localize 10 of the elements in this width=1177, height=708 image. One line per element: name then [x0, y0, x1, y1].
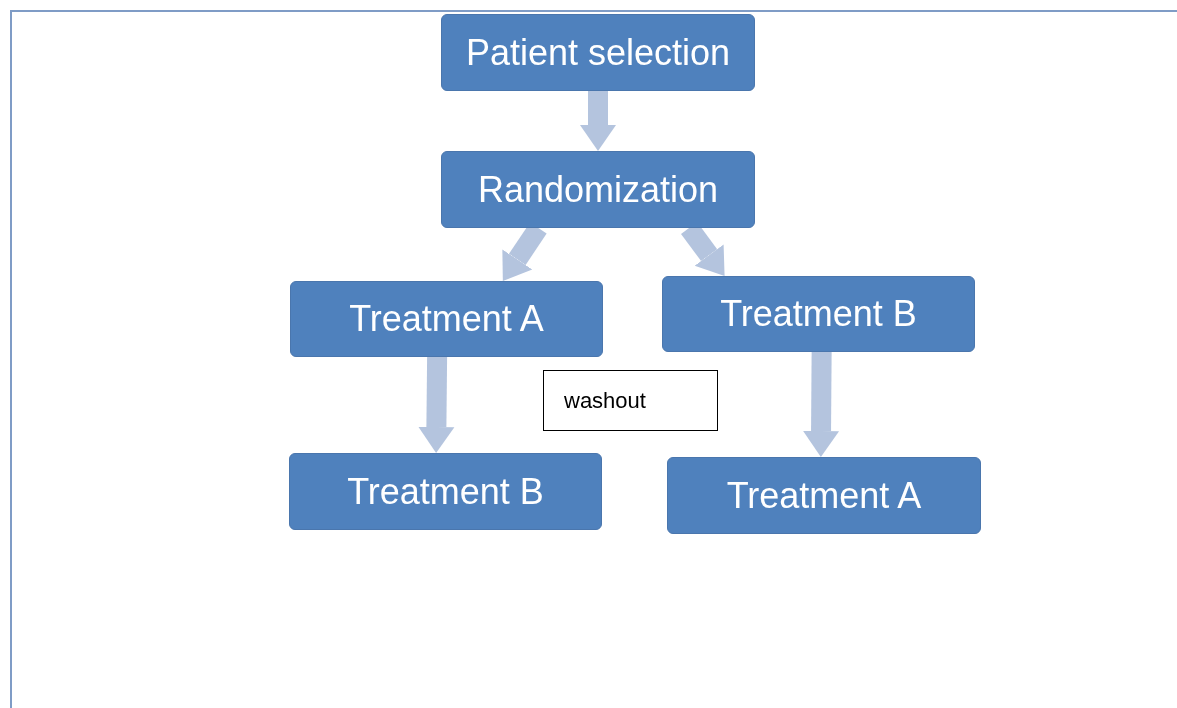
process-box: Randomization [441, 151, 755, 228]
block-arrow [418, 356, 455, 453]
process-box: Patient selection [441, 14, 755, 91]
process-box: Treatment B [289, 453, 602, 530]
process-box: Treatment A [667, 457, 981, 534]
block-arrow [803, 351, 840, 457]
note-box: washout [543, 370, 718, 431]
process-box: Treatment B [662, 276, 975, 352]
process-box: Treatment A [290, 281, 603, 357]
block-arrow [580, 91, 616, 151]
